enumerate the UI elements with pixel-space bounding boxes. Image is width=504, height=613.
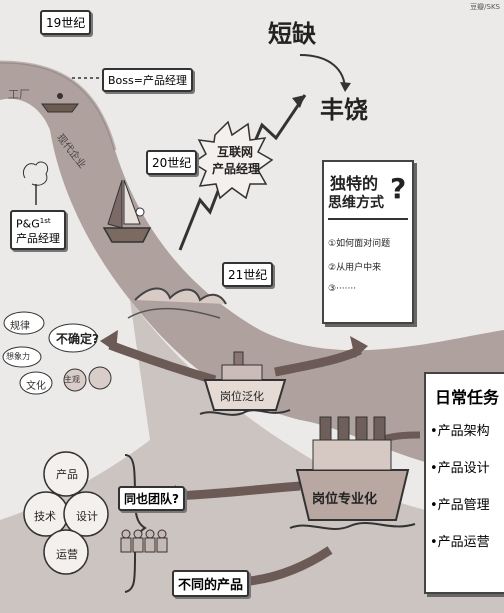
label-scarcity: 短缺 <box>268 20 316 48</box>
label-19th-century: 19世纪 <box>40 10 92 35</box>
bubble-4: 主观 <box>64 375 80 384</box>
venn-ops: 运营 <box>56 548 78 561</box>
label-21st-century: 21世纪 <box>222 262 274 287</box>
unique-thinking-title-2: 思维方式 <box>328 195 384 211</box>
label-internet-pm-line2: 产品经理 <box>212 162 261 176</box>
pg-line2: 产品经理 <box>16 231 60 245</box>
bubble-1: 规律 <box>10 321 30 332</box>
unique-thinking-item-2: ②从用户中来 <box>328 263 382 273</box>
daily-task-2: •产品设计 <box>430 461 490 476</box>
pg-sup: 1st <box>39 217 51 225</box>
pg-product-manager: P&G1st 产品经理 <box>10 210 66 250</box>
role-specialization: 岗位专业化 <box>312 492 378 507</box>
bubble-3: 文化 <box>26 381 46 392</box>
unique-thinking-title-1: 独特的 <box>330 174 379 193</box>
label-factory: 工厂 <box>8 88 30 101</box>
team-label: 同也团队? <box>118 486 185 511</box>
bubble-2: 想象力 <box>6 352 30 361</box>
unique-thinking-item-1: ①如何面对问题 <box>328 239 391 249</box>
daily-tasks-title: 日常任务 <box>434 388 499 407</box>
venn-design: 设计 <box>76 510 98 523</box>
uncertain-label: 不确定? <box>56 332 99 346</box>
unique-thinking-qmark: ? <box>390 172 407 205</box>
label-abundance: 丰饶 <box>320 96 368 124</box>
daily-task-3: •产品管理 <box>430 498 490 513</box>
corner-watermark: 豆瓣/SKS <box>470 3 500 11</box>
unique-thinking-item-3: ③······· <box>328 284 357 294</box>
daily-task-1: •产品架构 <box>430 424 490 439</box>
label-20th-century: 20世纪 <box>146 150 198 175</box>
venn-tech: 技术 <box>34 510 56 523</box>
role-generalization: 岗位泛化 <box>220 390 264 403</box>
label-boss-product-manager: Boss=产品经理 <box>102 68 193 92</box>
unique-thinking-card: 独特的 思维方式 ? ①如何面对问题 ②从用户中来 ③······· <box>322 160 414 324</box>
label-internet-pm-line1: 互联网 <box>217 145 254 159</box>
unique-thinking-divider <box>328 218 408 220</box>
different-products-label: 不同的产品 <box>172 570 250 597</box>
venn-product: 产品 <box>56 468 78 481</box>
pg-line1: P&G <box>16 217 40 231</box>
daily-task-4: •产品运营 <box>430 535 490 550</box>
daily-tasks-card: 日常任务 •产品架构 •产品设计 •产品管理 •产品运营 <box>424 372 504 594</box>
